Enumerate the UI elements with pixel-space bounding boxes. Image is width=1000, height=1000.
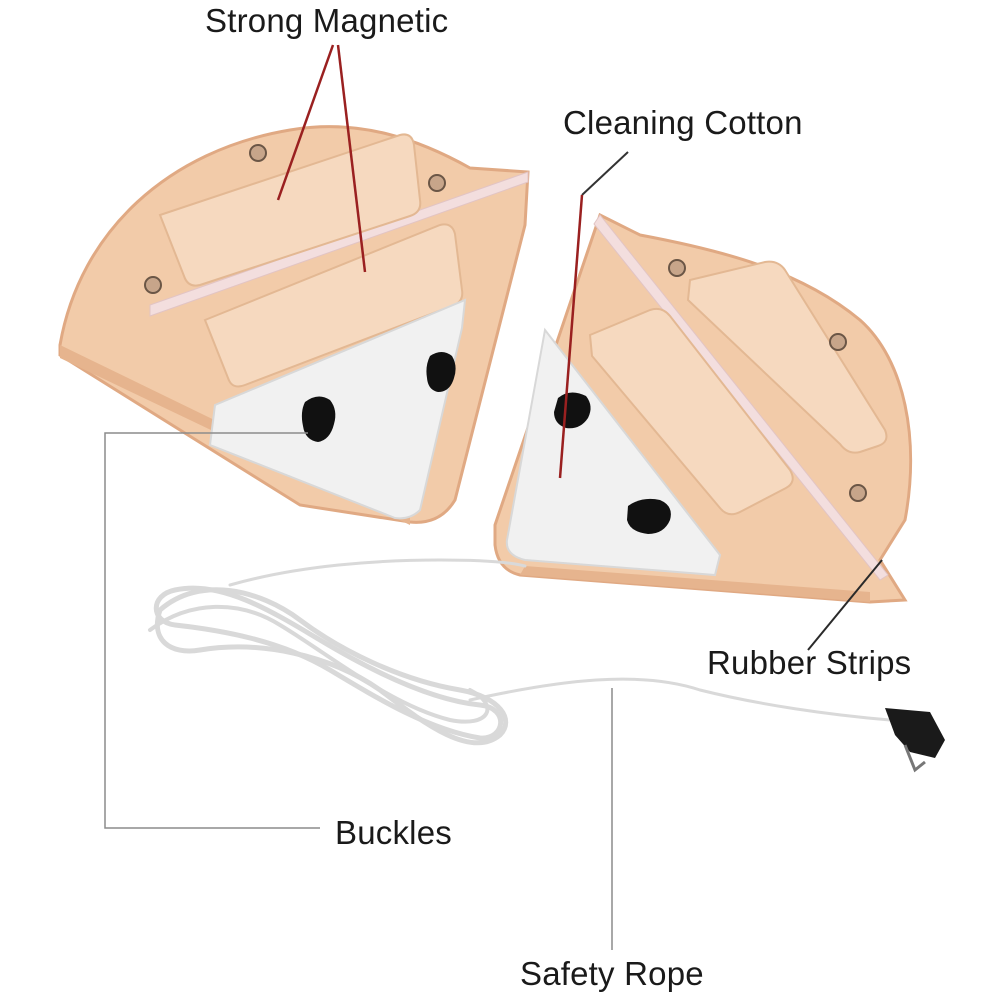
right-magnet-pad-upper: [686, 260, 888, 454]
label-buckles: Buckles: [335, 814, 452, 851]
rope-coil-2: [153, 585, 504, 741]
callout-lines: [104, 44, 883, 950]
rope-clip: [885, 708, 945, 773]
safety-rope: [148, 558, 892, 746]
right-screw-1: [668, 259, 686, 277]
rope-clip-body: [885, 708, 945, 758]
rope-coil-3: [148, 604, 490, 724]
right-buckle-2: [627, 498, 671, 534]
right-buckle-1: [554, 392, 591, 429]
left-screw-3: [144, 276, 162, 294]
label-strong-magnetic: Strong Magnetic: [205, 2, 449, 39]
right-rubber-strip: [593, 214, 889, 581]
left-buckle-1: [301, 396, 336, 442]
right-screw-3: [849, 484, 867, 502]
left-magnet-pad-lower: [203, 223, 464, 388]
rope-line: [468, 677, 892, 722]
left-cleaner: [58, 125, 530, 525]
callout-magnetic-line-2: [336, 44, 367, 273]
callout-cotton-line-1: [581, 151, 629, 196]
right-cleaner-edge-shade: [520, 566, 870, 602]
right-cleaner: [493, 212, 913, 604]
callout-buckles-line: [104, 432, 320, 829]
right-screw-2: [829, 333, 847, 351]
label-safety-rope: Safety Rope: [520, 955, 704, 992]
rope-tail-up: [228, 558, 527, 587]
right-magnet-pad-lower: [588, 307, 794, 516]
left-magnet-pad-upper: [158, 133, 422, 287]
left-screw-2: [428, 174, 446, 192]
left-buckle-2: [426, 352, 456, 392]
left-screw-1: [249, 144, 267, 162]
rope-clip-hook: [903, 744, 926, 773]
callout-cotton-line-2: [558, 194, 584, 479]
callout-magnetic-line-1: [276, 44, 335, 201]
callout-rubber-line: [807, 559, 883, 651]
label-cleaning-cotton: Cleaning Cotton: [563, 104, 803, 141]
rope-coil-1: [154, 587, 509, 746]
left-cleaning-cotton: [208, 298, 467, 520]
label-rubber-strips: Rubber Strips: [707, 644, 912, 681]
